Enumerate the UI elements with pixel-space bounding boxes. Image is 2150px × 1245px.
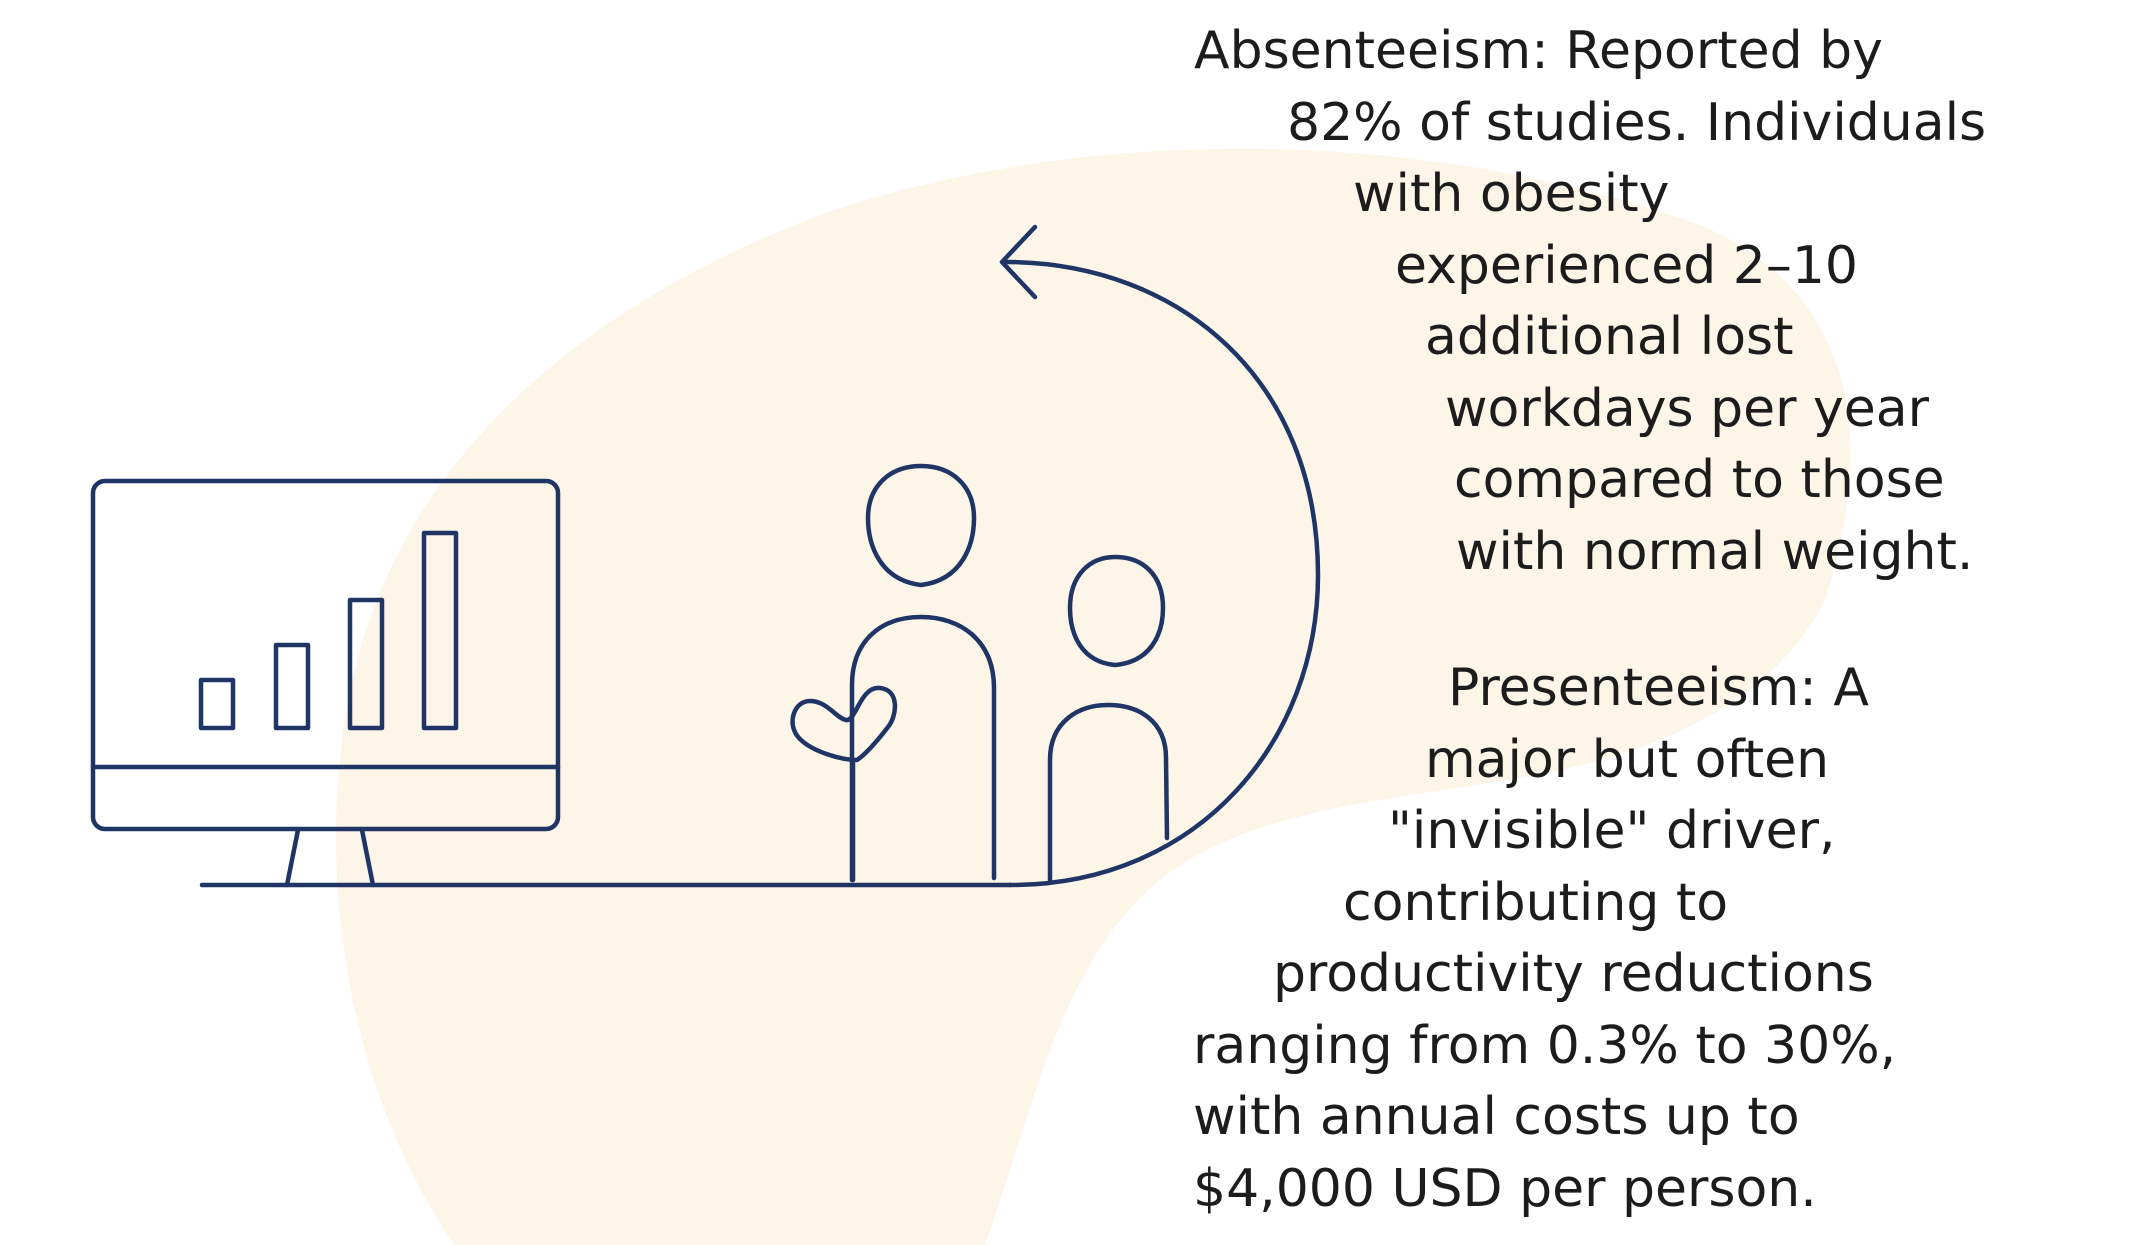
presenteeism-line-2: major but often: [1425, 729, 1830, 790]
monitor-stand-left: [284, 827, 301, 888]
absenteeism-line-2: 82% of studies. Individuals: [1287, 92, 1987, 153]
monitor-screen: [90, 478, 561, 832]
adult-head: [865, 463, 977, 588]
presenteeism-line-3: "invisible" driver,: [1388, 801, 1836, 861]
presenteeism-line-7: with annual costs up to: [1193, 1087, 1800, 1147]
monitor-stand-right: [359, 827, 376, 888]
presenteeism-line-6: ranging from 0.3% to 30%,: [1193, 1015, 1897, 1076]
background-blob: [336, 148, 1851, 1245]
child-person-icon: [1047, 554, 1170, 883]
presenteeism-text: Presenteeism: A major but often "invisib…: [1180, 653, 2140, 1225]
chart-bar-2: [273, 642, 311, 731]
heart-shape: [790, 685, 898, 763]
absenteeism-text: Absenteeism: Reported by 82% of studies.…: [1180, 16, 2140, 588]
heart-icon: [790, 685, 898, 883]
presenteeism-line-5: productivity reductions: [1273, 944, 1874, 1004]
absenteeism-line-1: Absenteeism: Reported by: [1194, 21, 1883, 81]
absenteeism-line-7: compared to those: [1454, 450, 1945, 510]
presenteeism-line-1: Presenteeism: A: [1448, 658, 1869, 718]
absenteeism-line-5: additional lost: [1425, 307, 1794, 367]
presenteeism-line-8: $4,000 USD per person.: [1193, 1158, 1817, 1219]
curved-arrow-icon: [999, 224, 1321, 888]
chart-bar-3: [347, 597, 385, 731]
adult-person-icon: [849, 463, 997, 883]
curved-arrow-path: [1002, 259, 1321, 888]
child-head: [1067, 554, 1166, 668]
child-body: [1047, 702, 1170, 883]
chart-bar-4: [421, 530, 459, 731]
chart-bar-1: [198, 677, 236, 731]
adult-body: [849, 614, 997, 883]
absenteeism-line-4: experienced 2–10: [1395, 235, 1858, 296]
absenteeism-line-3: with obesity: [1353, 164, 1670, 224]
arrow-head: [999, 224, 1038, 300]
presenteeism-line-4: contributing to: [1343, 872, 1729, 933]
monitor-bar-chart-icon: [90, 478, 561, 888]
absenteeism-line-8: with normal weight.: [1456, 521, 1974, 582]
absenteeism-line-6: workdays per year: [1445, 378, 1930, 439]
